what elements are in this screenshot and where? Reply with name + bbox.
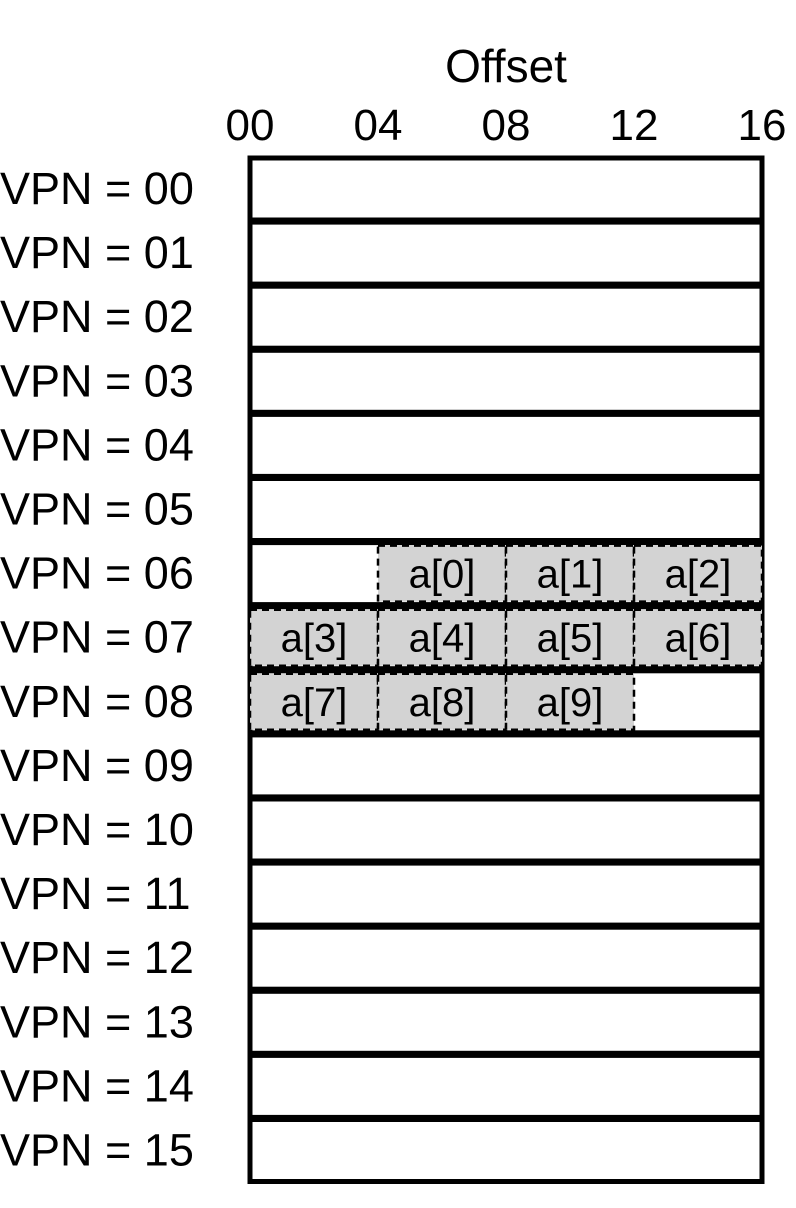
- array-element-label: a[0]: [409, 553, 476, 597]
- vpn-label: VPN = 15: [0, 1125, 194, 1176]
- offset-tick-label: 12: [610, 101, 659, 150]
- array-element-cell: [632, 608, 764, 667]
- page-row: [247, 988, 765, 1056]
- vpn-label: VPN = 02: [0, 291, 194, 342]
- page-row: [247, 732, 765, 800]
- vpn-label: VPN = 09: [0, 740, 194, 791]
- offset-axis-title: Offset: [445, 40, 567, 92]
- page-row: [247, 476, 765, 543]
- page-row: [247, 924, 765, 992]
- offset-tick-label: 00: [226, 101, 275, 150]
- array-element-cell: [504, 672, 636, 732]
- vpn-label: VPN = 04: [0, 419, 194, 470]
- vpn-labels: VPN = 00 VPN = 01 VPN = 02 VPN = 03 VPN = 04…: [0, 163, 194, 1176]
- array-element-label: a[5]: [537, 617, 604, 661]
- page-row: [247, 1052, 765, 1120]
- array-element-label: a[8]: [409, 681, 476, 725]
- vpn-label: VPN = 10: [0, 804, 194, 855]
- vpn-label: VPN = 05: [0, 484, 194, 535]
- array-element-label: a[3]: [281, 617, 348, 661]
- vpn-label: VPN = 14: [0, 1060, 194, 1111]
- array-element-label: a[7]: [281, 681, 348, 725]
- offset-tick-label: 16: [738, 101, 787, 150]
- array-elements: a[0] a[1] a[2] a[3] a[4] a[5] a[6] a[7] a[8] a[9]: [248, 544, 764, 732]
- page-row: [247, 347, 765, 415]
- array-element-cell: [504, 544, 636, 603]
- array-element-cell: [248, 608, 380, 667]
- array-element-label: a[1]: [537, 553, 604, 597]
- vpn-label: VPN = 06: [0, 548, 194, 599]
- page-row: [247, 155, 765, 223]
- array-element-label: a[4]: [409, 617, 476, 661]
- vpn-label: VPN = 01: [0, 227, 194, 278]
- vpn-label: VPN = 12: [0, 932, 194, 983]
- vpn-label: VPN = 11: [0, 868, 191, 919]
- page-rows: [247, 155, 765, 1184]
- vpn-label: VPN = 03: [0, 355, 194, 406]
- array-element-label: a[2]: [665, 553, 732, 597]
- array-element-cell: [504, 608, 636, 667]
- vpn-label: VPN = 00: [0, 163, 194, 214]
- page-row: [247, 1117, 765, 1184]
- vpn-label: VPN = 08: [0, 676, 194, 727]
- page-row: [247, 860, 765, 928]
- offset-tick-labels: 00 04 08 12 16: [226, 101, 787, 150]
- page-row: [247, 796, 765, 864]
- array-element-label: a[9]: [537, 681, 604, 725]
- offset-tick-label: 08: [482, 101, 531, 150]
- page-row: [247, 411, 765, 479]
- vpn-label: VPN = 07: [0, 612, 194, 663]
- page-row: [247, 219, 765, 287]
- page-row: [247, 283, 765, 351]
- array-element-cell: [632, 544, 764, 603]
- offset-tick-label: 04: [354, 101, 403, 150]
- vpn-label: VPN = 13: [0, 996, 194, 1047]
- array-element-label: a[6]: [665, 617, 732, 661]
